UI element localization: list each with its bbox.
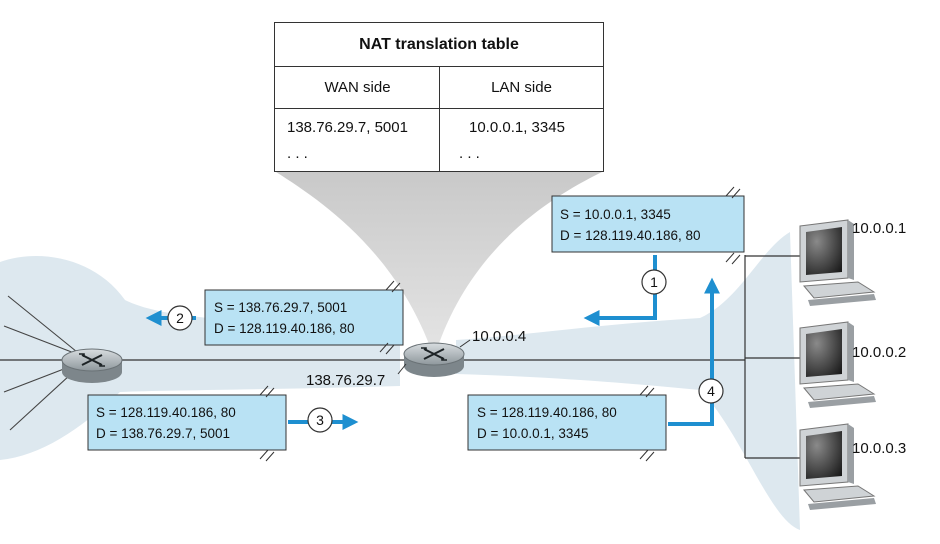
router-lan-leader: [459, 339, 471, 348]
host-2-address: 10.0.0.2: [852, 344, 907, 361]
lan-side-header: LAN side: [440, 67, 603, 109]
packet-2-dest: D = 128.119.40.186, 80: [214, 321, 355, 336]
lan-entry: 10.0.0.1, 3345: [469, 119, 565, 136]
nat-table-funnel: [276, 172, 602, 352]
step-2-label: 2: [176, 310, 184, 326]
wan-side-header: WAN side: [275, 67, 440, 109]
packet-1: S = 10.0.0.1, 3345 D = 128.119.40.186, 8…: [551, 186, 745, 265]
internet-router-icon: [61, 348, 123, 383]
host-3-address: 10.0.0.3: [852, 440, 907, 457]
packet-1-source: S = 10.0.0.1, 3345: [560, 207, 671, 222]
packet-2-source: S = 138.76.29.7, 5001: [214, 300, 347, 315]
host-computer-icon: [799, 321, 876, 408]
wan-ellipsis: . . .: [287, 145, 308, 162]
packet-3: S = 128.119.40.186, 80 D = 138.76.29.7, …: [87, 385, 287, 462]
step-1-marker: 1: [641, 269, 667, 295]
host-1-address: 10.0.0.1: [852, 220, 907, 237]
table-divider: [439, 67, 441, 171]
step-2-marker: 2: [167, 305, 193, 331]
step-3-label: 3: [316, 412, 324, 428]
step-4-marker: 4: [698, 378, 724, 404]
lan-cloud: [456, 232, 800, 530]
host-computer-icon: [799, 219, 876, 306]
router-wan-address: 138.76.29.7: [306, 372, 386, 389]
packet-1-dest: D = 128.119.40.186, 80: [560, 228, 701, 243]
packet-2: S = 138.76.29.7, 5001 D = 128.119.40.186…: [204, 280, 404, 355]
packet-4-source: S = 128.119.40.186, 80: [477, 405, 617, 420]
step-3-marker: 3: [307, 407, 333, 433]
packet-3-source: S = 128.119.40.186, 80: [96, 405, 236, 420]
packet-4-dest: D = 10.0.0.1, 3345: [477, 426, 588, 441]
wan-entry: 138.76.29.7, 5001: [287, 119, 408, 136]
host-computer-icon: [799, 423, 876, 510]
nat-table-title: NAT translation table: [275, 23, 603, 67]
packet-3-dest: D = 138.76.29.7, 5001: [96, 426, 230, 441]
step-1-label: 1: [650, 274, 658, 290]
packet-4: S = 128.119.40.186, 80 D = 10.0.0.1, 334…: [467, 385, 667, 462]
router-lan-address: 10.0.0.4: [472, 328, 527, 345]
router-wan-leader: [397, 363, 407, 375]
nat-translation-table: NAT translation table WAN side LAN side …: [274, 22, 604, 172]
step-4-arrow: [668, 277, 720, 426]
nat-router-icon: [403, 342, 465, 377]
lan-ellipsis: . . .: [459, 145, 480, 162]
step-4-label: 4: [707, 383, 715, 399]
